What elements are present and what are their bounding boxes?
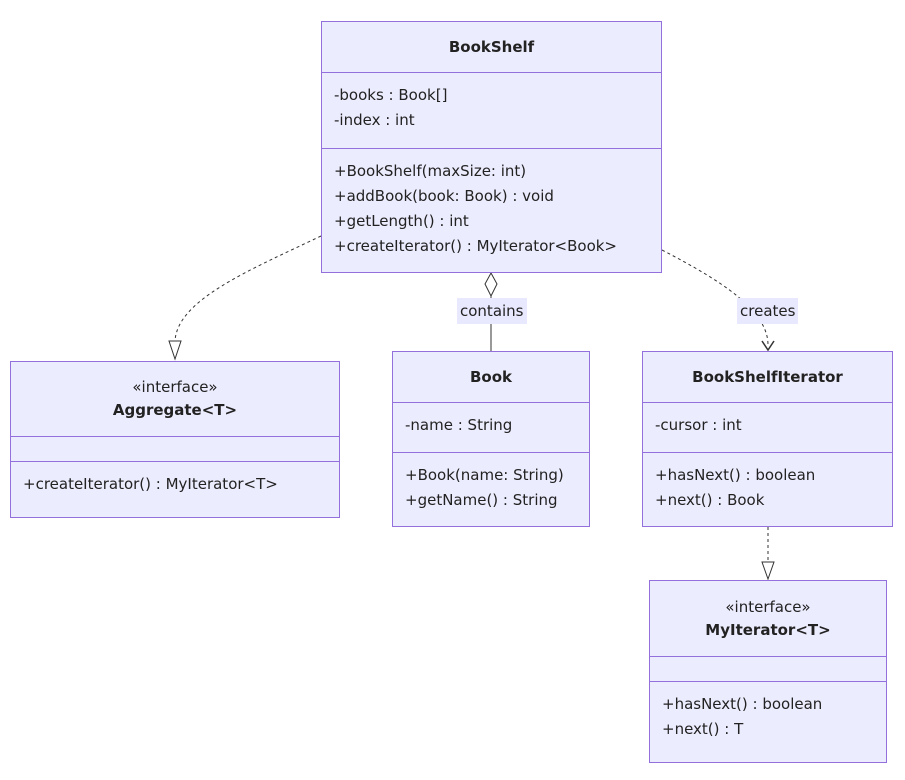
class-name: BookShelf bbox=[448, 38, 535, 56]
realization-arrowhead-myiterator bbox=[761, 561, 775, 581]
edge-label-creates: creates bbox=[737, 298, 799, 324]
class-name: Aggregate<T> bbox=[112, 401, 238, 419]
stereotype-label: «interface» bbox=[132, 378, 218, 396]
class-name: MyIterator<T> bbox=[705, 620, 831, 639]
aggregation-diamond bbox=[484, 271, 498, 298]
method: +createIterator() : MyIterator<Book> bbox=[334, 237, 618, 255]
method: +createIterator() : MyIterator<T> bbox=[23, 475, 278, 493]
method: +hasNext() : boolean bbox=[662, 695, 823, 713]
methods-compartment: +BookShelf(maxSize: int) +addBook(book: … bbox=[322, 149, 661, 269]
method: +getName() : String bbox=[405, 491, 558, 509]
methods-compartment: +Book(name: String) +getName() : String bbox=[393, 453, 589, 523]
methods-compartment: +createIterator() : MyIterator<T> bbox=[11, 462, 339, 507]
class-bookshelf[interactable]: BookShelf -books : Book[] -index : int +… bbox=[321, 21, 662, 273]
methods-compartment: +hasNext() : boolean +next() : T bbox=[650, 682, 886, 752]
class-my-iterator[interactable]: «interface» MyIterator<T> +hasNext() : b… bbox=[649, 580, 887, 763]
method: +BookShelf(maxSize: int) bbox=[334, 162, 527, 180]
method: +getLength() : int bbox=[334, 212, 469, 230]
class-header: BookShelf bbox=[322, 22, 661, 73]
attributes-compartment: -cursor : int bbox=[643, 403, 892, 453]
method: +addBook(book: Book) : void bbox=[334, 187, 554, 205]
method: +next() : T bbox=[662, 720, 744, 738]
class-bookshelf-iterator[interactable]: BookShelfIterator -cursor : int +hasNext… bbox=[642, 351, 893, 527]
attributes-compartment: -books : Book[] -index : int bbox=[322, 73, 661, 149]
class-book[interactable]: Book -name : String +Book(name: String) … bbox=[392, 351, 590, 527]
class-header: «interface» Aggregate<T> bbox=[11, 362, 339, 437]
attribute: -books : Book[] bbox=[334, 86, 448, 104]
method: +next() : Book bbox=[655, 491, 765, 509]
class-name: Book bbox=[469, 368, 513, 386]
methods-compartment: +hasNext() : boolean +next() : Book bbox=[643, 453, 892, 523]
attribute: -cursor : int bbox=[655, 416, 742, 434]
realization-arrowhead-aggregate bbox=[168, 340, 182, 361]
method: +Book(name: String) bbox=[405, 466, 564, 484]
edge-bookshelf-aggregate bbox=[174, 235, 322, 343]
stereotype-label: «interface» bbox=[725, 597, 811, 616]
class-header: BookShelfIterator bbox=[643, 352, 892, 403]
attribute: -index : int bbox=[334, 111, 415, 129]
class-header: Book bbox=[393, 352, 589, 403]
class-name: BookShelfIterator bbox=[692, 368, 843, 386]
attributes-compartment: -name : String bbox=[393, 403, 589, 453]
attributes-compartment bbox=[650, 657, 886, 682]
attributes-compartment bbox=[11, 437, 339, 462]
attribute: -name : String bbox=[405, 416, 513, 434]
dependency-arrowhead bbox=[761, 340, 775, 352]
class-aggregate[interactable]: «interface» Aggregate<T> +createIterator… bbox=[10, 361, 340, 518]
class-header: «interface» MyIterator<T> bbox=[650, 581, 886, 657]
method: +hasNext() : boolean bbox=[655, 466, 816, 484]
edge-label-contains: contains bbox=[457, 298, 527, 324]
